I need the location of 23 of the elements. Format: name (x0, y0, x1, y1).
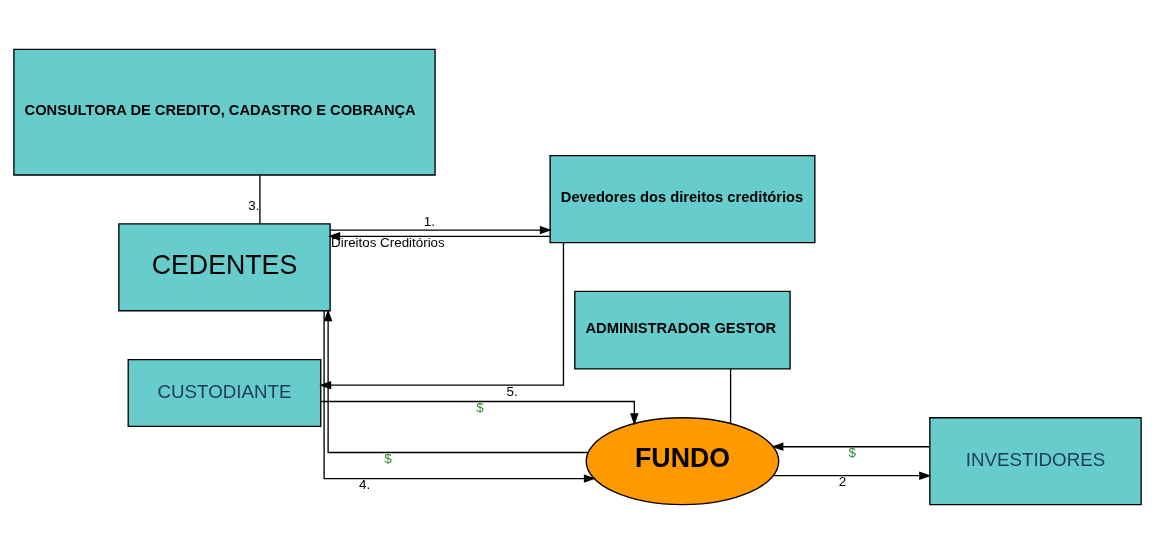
edge-label: 1. (423, 214, 435, 230)
edge-label: Direitos Creditórios (331, 235, 445, 251)
connector (259, 174, 261, 225)
node-box: INVESTIDORES (929, 417, 1142, 506)
edge-label: 5. (506, 383, 518, 399)
node-box: CUSTODIANTE (127, 358, 322, 428)
arrow (320, 400, 639, 426)
arrow (323, 310, 596, 483)
edge-label: 4. (358, 477, 371, 493)
node-box: ADMINISTRADOR GESTOR (574, 290, 791, 370)
edge-label: $ (476, 400, 484, 416)
arrow (772, 471, 932, 480)
node-box: CEDENTES (118, 223, 331, 312)
connector (729, 368, 732, 425)
arrow (329, 225, 552, 235)
node-box: Devedores dos direitos creditórios (549, 155, 816, 244)
edge-label: $ (384, 451, 392, 467)
edge-label: $ (848, 445, 856, 461)
arrow (771, 442, 931, 451)
edge-label: 3. (248, 198, 260, 214)
edge-label: 2 (838, 474, 847, 490)
arrow (323, 309, 589, 454)
node-box: CONSULTORA DE CREDITO, CADASTRO E COBRANÇA (13, 48, 436, 176)
